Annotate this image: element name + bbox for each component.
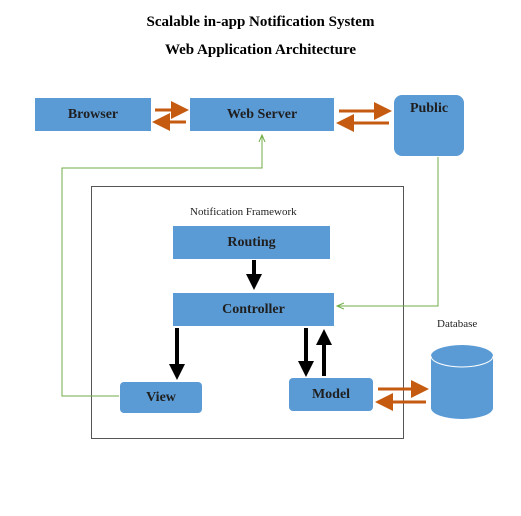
view-box: View — [120, 382, 202, 413]
routing-label: Routing — [227, 234, 276, 250]
diagram-title: Scalable in-app Notification System — [146, 14, 375, 30]
view-label: View — [146, 389, 176, 405]
web-server-box: Web Server — [190, 98, 334, 131]
model-database-arrows — [375, 380, 429, 411]
browser-box: Browser — [35, 98, 151, 131]
browser-label: Browser — [67, 106, 119, 122]
notification-framework-frame — [91, 186, 404, 439]
controller-label: Controller — [222, 301, 285, 317]
routing-box: Routing — [173, 226, 330, 259]
diagram-subtitle: Web Application Architecture — [164, 42, 357, 58]
public-controller-line — [337, 157, 439, 306]
database-label: Database — [437, 318, 478, 330]
model-box: Model — [289, 378, 373, 411]
browser-webserver-arrows — [152, 101, 189, 131]
view-webserver-line — [61, 135, 262, 397]
public-label: Public — [409, 101, 449, 116]
webserver-public-arrows — [336, 102, 392, 132]
controller-box: Controller — [173, 293, 334, 326]
model-label: Model — [311, 386, 351, 402]
controller-model-arrows — [298, 328, 332, 377]
public-box: Public — [394, 95, 464, 156]
frame-label: Notification Framework — [190, 206, 297, 218]
web-server-label: Web Server — [226, 106, 298, 122]
database-cylinder — [430, 345, 494, 419]
